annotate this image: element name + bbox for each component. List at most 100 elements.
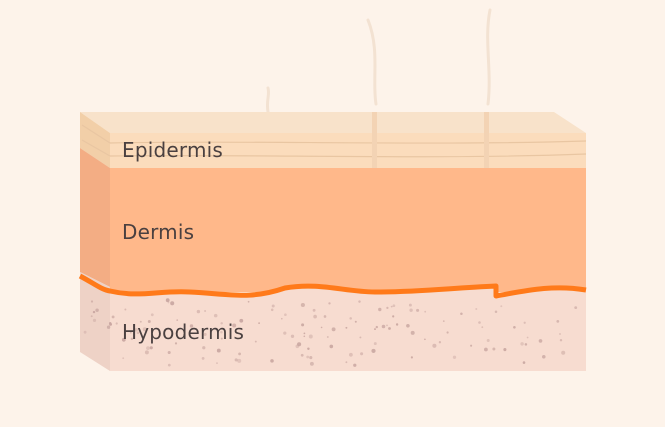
speckle-dot [484,347,488,352]
speckle-dot [167,363,171,367]
hair-shafts [372,112,489,168]
speckle-dot [149,346,153,350]
speckle-dot [386,324,388,327]
speckle-dot [320,326,323,329]
speckle-dot [232,323,237,328]
speckle-dot [122,357,125,360]
speckle-dot [526,336,529,339]
speckle-dot [281,317,283,320]
speckle-dot [300,302,305,308]
dermis-hypodermis-boundary [78,273,587,299]
speckle-dot [234,358,238,362]
speckle-dot [239,318,244,323]
speckle-dot [213,313,218,318]
hair-strands [265,8,492,114]
block-side-hypodermis [80,272,110,371]
speckle-dot [349,352,353,357]
speckle-dot [220,330,223,334]
speckle-dot [90,300,94,303]
speckle-dot [170,301,175,306]
speckle-dot [353,363,357,367]
speckle-dot [254,340,257,343]
speckle-dot [452,355,457,359]
speckle-dot [111,315,115,319]
speckle-dot [556,320,560,323]
hypodermis-speckles [83,298,578,367]
speckle-dot [216,348,221,353]
speckle-dot [220,337,223,340]
speckle-dot [446,331,449,334]
speckle-dot [134,328,138,332]
speckle-dot [146,346,150,351]
speckle-dot [196,309,201,314]
speckle-dot [284,313,287,317]
speckle-dot [90,315,93,318]
block-side-dermis [80,148,110,287]
speckle-dot [309,356,313,360]
speckle-dot [182,333,186,337]
speckle-dot [238,352,242,356]
speckle-dot [374,328,376,331]
speckle-dot [301,323,305,327]
epidermis-layer [110,133,586,168]
speckle-dot [307,347,310,351]
speckle-dot [202,346,206,350]
speckle-dot [373,342,377,346]
speckle-dot [559,338,563,342]
speckle-dot [416,308,420,312]
speckle-dot [216,362,218,364]
speckle-dot [410,330,415,335]
speckle-dot [395,323,399,326]
speckle-dot [513,326,516,329]
speckle-dot [442,320,445,322]
speckle-dot [328,302,331,305]
hypodermis-label: Hypodermis [122,320,245,344]
speckle-dot [406,324,410,328]
speckle-dot [523,321,526,324]
speckle-dot [130,337,134,341]
speckle-dot [303,335,306,338]
speckle-dot [460,312,463,316]
speckle-dot [381,324,386,329]
speckle-dot [360,352,364,356]
speckle-dot [95,308,99,312]
hypodermis-layer [110,286,586,371]
speckle-dot [410,356,413,359]
speckle-dot [303,332,306,335]
speckle-dot [92,318,97,322]
speckle-dot [295,344,300,349]
speckle-dot [167,350,171,355]
speckle-dot [390,305,393,308]
speckle-dot [176,319,179,321]
speckle-dot [475,307,478,311]
speckle-dot [201,356,205,360]
speckle-dot [520,342,524,346]
speckle-dot [574,306,578,310]
speckle-dot [108,321,112,325]
speckle-dot [388,327,391,330]
speckle-dot [424,338,426,341]
speckle-dot [392,304,396,308]
speckle-dot [408,303,412,307]
epidermis-strata-lines [81,124,587,158]
speckle-dot [392,315,395,318]
speckle-dot [522,361,526,364]
epidermis-top-face [80,112,586,133]
speckle-dot [494,310,498,314]
speckle-dot [326,336,329,338]
speckle-dot [271,304,275,308]
speckle-dot [438,341,442,344]
speckle-dot [283,331,287,335]
speckle-dot [247,300,250,303]
speckle-dot [142,327,147,332]
speckle-dot [124,308,127,311]
dermis-label: Dermis [122,220,195,244]
speckle-dot [189,324,194,328]
speckle-dot [174,342,178,345]
speckle-dot [486,339,490,342]
speckle-dot [290,334,295,338]
speckle-dot [386,306,389,310]
speckle-dot [203,332,207,336]
speckle-dot [312,308,316,312]
